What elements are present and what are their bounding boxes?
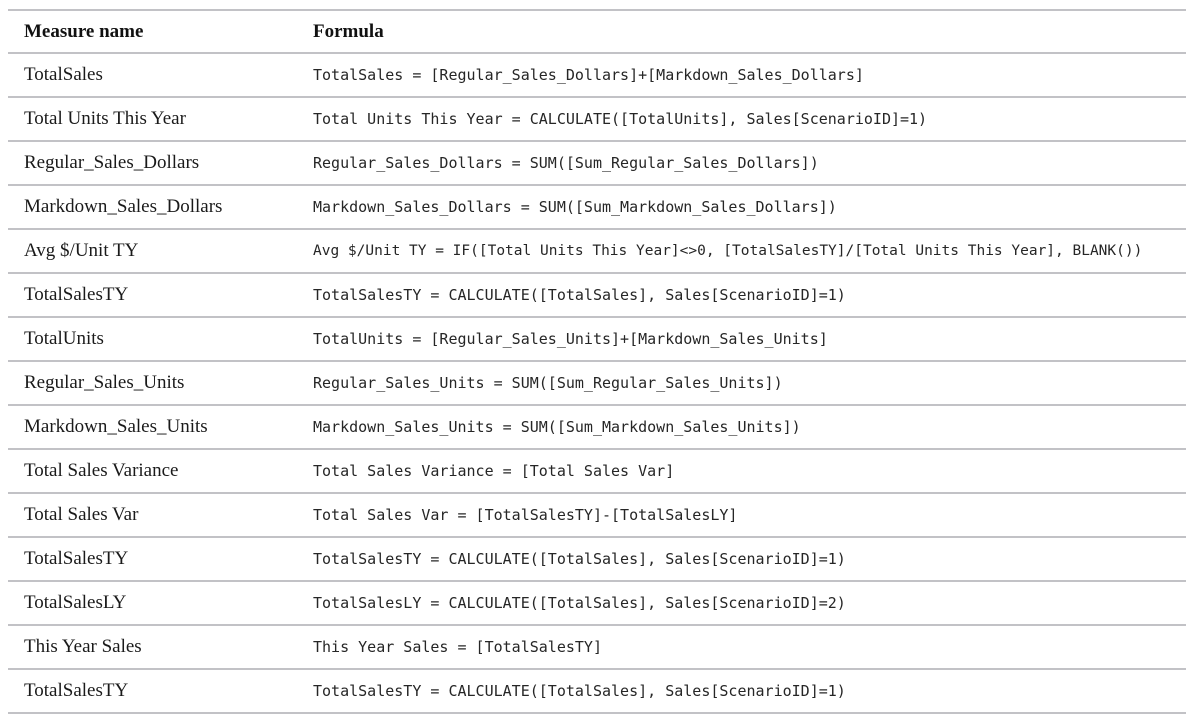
formula-cell: TotalSalesTY = CALCULATE([TotalSales], S… [313,550,846,568]
table-row: TotalSalesTY TotalSalesTY = CALCULATE([T… [8,273,1186,317]
measure-name-cell: Regular_Sales_Dollars [24,152,200,173]
measure-name-cell: Markdown_Sales_Units [24,416,208,437]
table-row: Regular_Sales_Dollars Regular_Sales_Doll… [8,141,1186,185]
table-row: Avg $/Unit TY Avg $/Unit TY = IF([Total … [8,229,1186,273]
formula-cell: TotalSalesLY = CALCULATE([TotalSales], S… [313,594,846,612]
formula-cell: Total Sales Var = [TotalSalesTY]-[TotalS… [313,506,738,524]
formula-cell: Regular_Sales_Dollars = SUM([Sum_Regular… [313,154,819,172]
measure-name-cell: This Year Sales [24,636,142,657]
table-header-row: Measure name Formula [8,10,1186,53]
table-row: This Year Sales This Year Sales = [Total… [8,625,1186,669]
table-row: TotalSalesTY TotalSalesTY = CALCULATE([T… [8,669,1186,713]
formula-cell: TotalSales = [Regular_Sales_Dollars]+[Ma… [313,66,864,84]
measure-name-cell: TotalSales [24,64,103,85]
measure-name-cell: TotalSalesTY [24,284,129,305]
formula-cell: TotalSalesTY = CALCULATE([TotalSales], S… [313,682,846,700]
formula-cell: Total Units This Year = CALCULATE([Total… [313,110,928,128]
table-row: Total Units This Year Total Units This Y… [8,97,1186,141]
formula-cell: TotalSalesTY = CALCULATE([TotalSales], S… [313,286,846,304]
table-row: Total Sales Variance Total Sales Varianc… [8,449,1186,493]
table-row: Regular_Sales_Units Regular_Sales_Units … [8,361,1186,405]
measure-name-cell: Total Units This Year [24,108,186,129]
measures-table-container: Measure name Formula TotalSales TotalSal… [8,9,1186,714]
measure-name-cell: Markdown_Sales_Dollars [24,196,223,217]
table-row: TotalSalesTY TotalSalesTY = CALCULATE([T… [8,537,1186,581]
measure-name-cell: Avg $/Unit TY [24,240,139,261]
formula-cell: Regular_Sales_Units = SUM([Sum_Regular_S… [313,374,783,392]
table-row: TotalSalesLY TotalSalesLY = CALCULATE([T… [8,581,1186,625]
table-row: TotalSales TotalSales = [Regular_Sales_D… [8,53,1186,97]
measure-name-cell: TotalUnits [24,328,104,349]
measures-table: Measure name Formula TotalSales TotalSal… [8,9,1186,714]
measure-name-cell: TotalSalesTY [24,548,129,569]
column-header-measure-name: Measure name [24,20,144,42]
formula-cell: This Year Sales = [TotalSalesTY] [313,638,602,656]
formula-cell: TotalUnits = [Regular_Sales_Units]+[Mark… [313,330,828,348]
formula-cell: Avg $/Unit TY = IF([Total Units This Yea… [313,243,1143,259]
table-row: Total Sales Var Total Sales Var = [Total… [8,493,1186,537]
table-row: TotalUnits TotalUnits = [Regular_Sales_U… [8,317,1186,361]
table-row: Markdown_Sales_Units Markdown_Sales_Unit… [8,405,1186,449]
measure-name-cell: TotalSalesTY [24,680,129,701]
formula-cell: Markdown_Sales_Dollars = SUM([Sum_Markdo… [313,198,837,216]
table-row: Markdown_Sales_Dollars Markdown_Sales_Do… [8,185,1186,229]
column-header-formula: Formula [313,20,384,42]
measure-name-cell: Total Sales Variance [24,460,179,481]
formula-cell: Markdown_Sales_Units = SUM([Sum_Markdown… [313,418,801,436]
measure-name-cell: TotalSalesLY [24,592,127,613]
measure-name-cell: Regular_Sales_Units [24,372,185,393]
formula-cell: Total Sales Variance = [Total Sales Var] [313,462,675,480]
measure-name-cell: Total Sales Var [24,504,139,525]
